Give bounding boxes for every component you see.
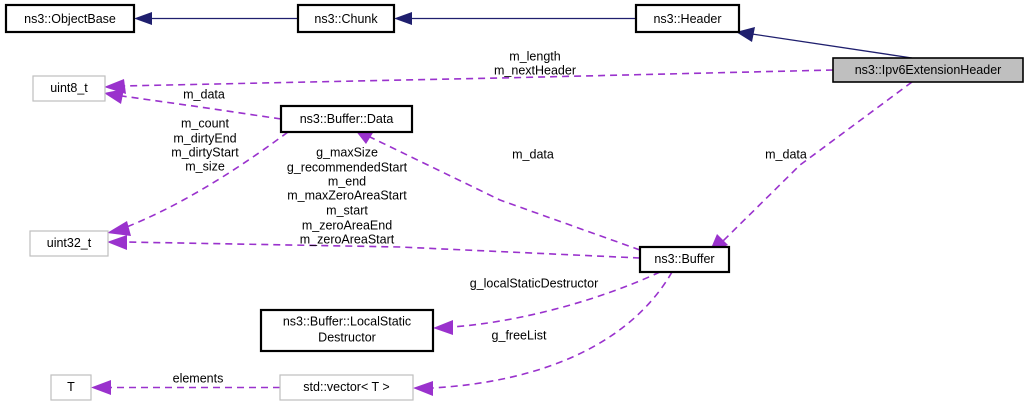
node-localstaticdestructor[interactable]: ns3::Buffer::LocalStatic Destructor — [259, 308, 435, 353]
edge-label-line: m_data — [183, 87, 225, 101]
node-box-buffer[interactable] — [638, 245, 731, 274]
node-label-std-vector: std::vector< T > — [303, 380, 389, 394]
node-box-t-param[interactable] — [50, 374, 92, 401]
node-chunk[interactable]: ns3::Chunk — [296, 3, 396, 34]
edge-label-line: m_start — [326, 203, 368, 217]
arrowhead-localstatic — [433, 320, 453, 335]
node-label-localstaticdestructor-line1: ns3::Buffer::LocalStatic — [283, 314, 411, 328]
nodes: ns3::ObjectBase ns3::Chunk ns3::Header n… — [4, 3, 1024, 401]
node-uint32-t[interactable]: uint32_t — [29, 230, 109, 257]
node-label-header: ns3::Header — [653, 12, 721, 26]
edge-label-line: m_zeroAreaStart — [300, 232, 395, 246]
edge-label-m-data-uint8: m_data — [183, 87, 225, 101]
edge-label-line: m_data — [765, 147, 807, 161]
edge-label-m-data-buffer: m_data — [765, 147, 807, 161]
edge-label-line: elements — [173, 371, 224, 385]
node-label-chunk: ns3::Chunk — [314, 12, 378, 26]
node-box-std-vector[interactable] — [279, 374, 414, 401]
edge-label-bufferdata-fields: m_count m_dirtyEnd m_dirtyStart m_size — [171, 116, 239, 173]
edge-label-line: m_nextHeader — [494, 63, 576, 77]
edge-label-line: g_freeList — [492, 328, 547, 342]
node-label-buffer: ns3::Buffer — [654, 252, 714, 266]
edge-label-line: m_end — [328, 174, 366, 188]
node-label-t-param: T — [67, 380, 75, 394]
edge-label-elements: elements — [173, 371, 224, 385]
edge-label-line: g_maxSize — [316, 145, 378, 159]
node-box-uint32-t[interactable] — [29, 230, 109, 257]
node-header[interactable]: ns3::Header — [634, 3, 741, 34]
arrowhead-uint32-a — [107, 221, 131, 236]
edge-label-buffer-fields: g_maxSize g_recommendedStart m_end m_max… — [287, 145, 408, 246]
arrowhead-header — [736, 27, 755, 42]
edge-label-line: m_count — [181, 116, 229, 130]
edge-buffer-to-localstatic — [451, 271, 661, 328]
edge-bufferdata-to-uint8 — [121, 95, 282, 120]
node-ipv6extensionheader[interactable]: ns3::Ipv6ExtensionHeader — [832, 57, 1024, 83]
node-box-uint8-t[interactable] — [32, 75, 106, 102]
inheritance-edges — [134, 12, 913, 59]
node-label-localstaticdestructor-line2: Destructor — [318, 330, 376, 344]
arrowhead-chunk — [394, 12, 412, 25]
arrowhead-uint8-b — [104, 89, 124, 104]
node-label-uint32-t: uint32_t — [47, 236, 92, 250]
edge-ipv6extheader-to-uint8 — [119, 69, 834, 87]
node-box-buffer-data[interactable] — [279, 104, 414, 134]
node-buffer[interactable]: ns3::Buffer — [638, 245, 731, 274]
node-buffer-data[interactable]: ns3::Buffer::Data — [279, 104, 414, 134]
node-box-ipv6extensionheader[interactable] — [832, 57, 1024, 83]
edge-label-g-localstaticdestructor: g_localStaticDestructor — [470, 276, 599, 290]
node-label-objectbase: ns3::ObjectBase — [24, 12, 116, 26]
arrowhead-objectbase — [134, 12, 152, 25]
edge-label-line: m_size — [185, 159, 225, 173]
edge-label-line: m_zeroAreaEnd — [302, 218, 392, 232]
edge-label-line: m_data — [512, 147, 554, 161]
edge-labels: m_length m_nextHeader m_data m_count m_d… — [171, 49, 807, 385]
node-t-param[interactable]: T — [50, 374, 92, 401]
edge-label-line: m_dirtyStart — [171, 145, 239, 159]
edge-label-line: m_dirtyEnd — [173, 131, 236, 145]
edge-buffer-to-bufferdata — [369, 136, 641, 251]
node-box-objectbase[interactable] — [4, 3, 136, 34]
arrowhead-vector — [413, 381, 433, 396]
usage-edges — [91, 69, 913, 396]
node-label-buffer-data: ns3::Buffer::Data — [300, 112, 394, 126]
node-box-header[interactable] — [634, 3, 741, 34]
edge-label-line: m_maxZeroAreaStart — [287, 188, 407, 202]
edge-ipv6extheader-to-buffer — [721, 81, 913, 243]
node-uint8-t[interactable]: uint8_t — [32, 75, 106, 102]
edge-label-line: m_length — [509, 49, 560, 63]
node-objectbase[interactable]: ns3::ObjectBase — [4, 3, 136, 34]
edge-buffer-to-uint32 — [124, 241, 641, 259]
edge-label-m-data-bufferdata: m_data — [512, 147, 554, 161]
arrowhead-t — [91, 380, 111, 395]
edge-label-m-length-nextheader: m_length m_nextHeader — [494, 49, 576, 77]
edge-label-g-freelist: g_freeList — [492, 328, 547, 342]
edge-bufferdata-to-uint32 — [123, 131, 289, 229]
edge-ipv6extheader-to-header — [751, 33, 913, 59]
node-box-chunk[interactable] — [296, 3, 396, 34]
arrowhead-uint32-b — [107, 235, 127, 250]
node-std-vector[interactable]: std::vector< T > — [279, 374, 414, 401]
node-box-localstaticdestructor[interactable] — [259, 308, 435, 353]
edge-label-line: g_recommendedStart — [287, 160, 408, 174]
node-label-ipv6extensionheader: ns3::Ipv6ExtensionHeader — [855, 63, 1002, 77]
edge-label-line: g_localStaticDestructor — [470, 276, 599, 290]
node-label-uint8-t: uint8_t — [50, 81, 88, 95]
